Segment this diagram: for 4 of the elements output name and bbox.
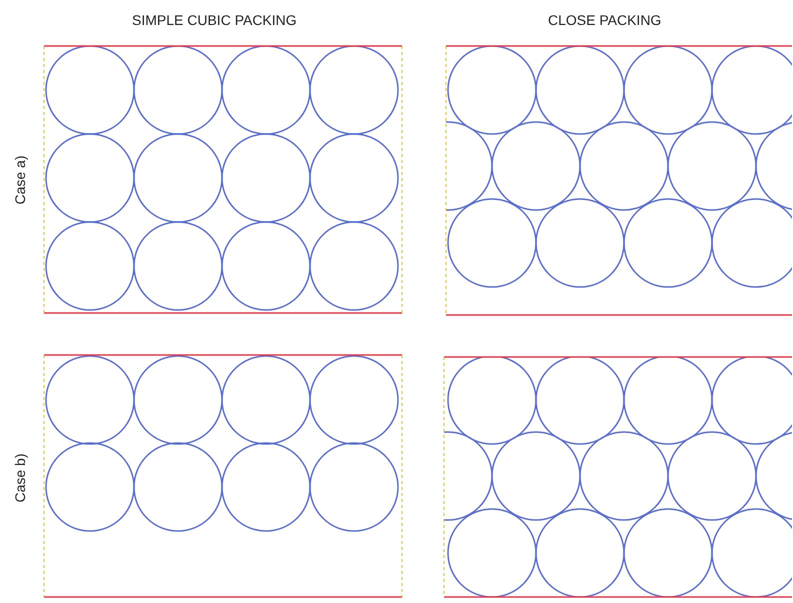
column-heading: SIMPLE CUBIC PACKING [132, 12, 297, 28]
column-heading: CLOSE PACKING [548, 12, 662, 28]
row-label: Case b) [12, 453, 28, 503]
row-label: Case a) [12, 155, 28, 205]
